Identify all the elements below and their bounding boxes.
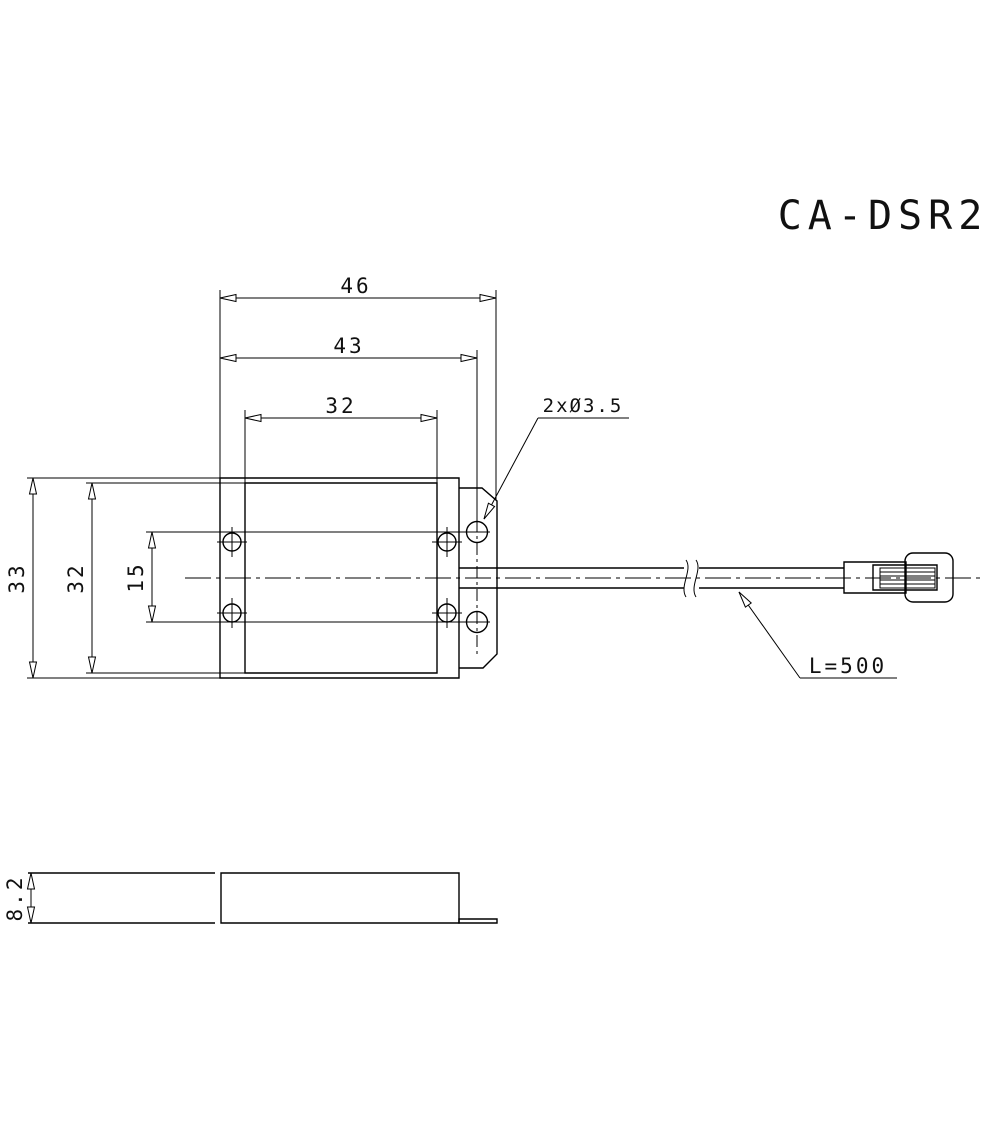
dim-hole-spacing: 15 [124, 561, 148, 592]
contact-lamellae [880, 572, 935, 584]
drawing-title: CA-DSR2 [778, 193, 989, 239]
mount-holes-label: 2xØ3.5 [543, 395, 624, 417]
dim-overall-height: 33 [5, 562, 29, 593]
side-view-flange-tab [459, 919, 497, 923]
dimension-lines [27, 290, 496, 678]
centerlines [185, 350, 983, 655]
dim-body-height: 32 [64, 562, 88, 593]
dim-overall-width: 46 [340, 274, 371, 298]
cable-length-leader [739, 592, 897, 678]
dim-body-width: 32 [325, 394, 356, 418]
dim-hole-offset: 43 [333, 334, 364, 358]
leader-lines [484, 418, 897, 678]
cable [459, 560, 844, 597]
cable-length-label: L=500 [809, 654, 887, 678]
mount-holes-leader [484, 418, 629, 519]
dim-thickness: 8.2 [3, 875, 27, 922]
side-view-case [221, 873, 459, 923]
side-view [28, 873, 498, 923]
